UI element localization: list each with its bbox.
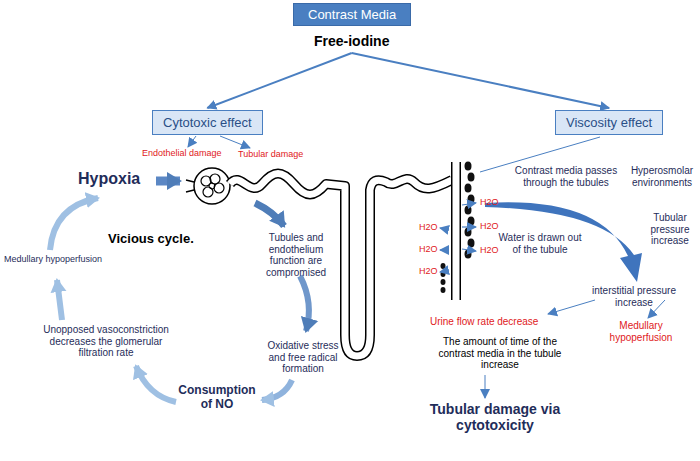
annotation-text: Consumption of NO xyxy=(178,384,256,412)
annotation-text: Hypoxia xyxy=(78,170,140,188)
capillary-dot xyxy=(465,162,472,171)
annotation-text: The amount of time of the contrast media… xyxy=(430,336,570,371)
annotation-text: H2O xyxy=(480,197,499,207)
cycle-arrows xyxy=(50,198,309,402)
capillary-dot xyxy=(468,173,475,182)
capillary-dot xyxy=(441,263,446,269)
node-text: Viscosity effect xyxy=(566,115,652,130)
nephron-tubule xyxy=(230,162,456,356)
annotation-text: Hyperosmolar environments xyxy=(628,165,696,188)
annotation-text: H2O xyxy=(480,245,499,255)
leader-lines xyxy=(188,136,665,398)
node-text: Cytotoxic effect xyxy=(163,115,252,130)
annotation-text: H2O xyxy=(419,266,438,276)
glomerulus xyxy=(186,168,230,204)
capillary-dot xyxy=(441,287,446,293)
annotation-text: Oxidative stress and free radical format… xyxy=(262,340,344,375)
annotation-text: Tubules and endothelium function are com… xyxy=(250,232,342,278)
annotation-text: Endothelial damage xyxy=(142,148,222,158)
node-text: Contrast Media xyxy=(308,7,396,22)
hypoxia-arrow xyxy=(156,177,180,186)
annotation-text: Water is drawn out of the tubule xyxy=(494,232,586,255)
capillary-dot xyxy=(465,206,472,215)
annotation-text: Tubular damage xyxy=(238,149,303,159)
connector-arrow xyxy=(207,53,351,108)
annotation-text: Tubular pressure increase xyxy=(644,212,696,247)
effect-box: Viscosity effect xyxy=(555,110,663,135)
flow-arrow xyxy=(485,202,642,282)
water-arrows xyxy=(440,203,476,272)
annotation-text: Medullary hypoperfusion xyxy=(606,320,676,343)
annotation-text: Tubular damage via cytotoxicity xyxy=(420,401,570,433)
annotation-text: H2O xyxy=(419,222,438,232)
capillary-dot xyxy=(465,228,472,237)
annotation-text: Unopposed vasoconstriction decreases the… xyxy=(40,324,172,359)
annotation-text: H2O xyxy=(419,244,438,254)
annotation-text: Contrast media passes through the tubule… xyxy=(510,165,622,188)
annotation-text: interstitial pressure increase xyxy=(572,285,696,308)
capillary-dot xyxy=(468,195,475,204)
title-box: Contrast Media xyxy=(293,3,411,26)
connector-arrow xyxy=(352,53,609,108)
node-text: Free-iodine xyxy=(314,33,389,49)
capillary-dot xyxy=(441,279,446,285)
capillary-dot xyxy=(465,250,472,259)
source-label: Free-iodine xyxy=(310,31,393,51)
capillary-dot xyxy=(468,217,475,226)
capillary-dot xyxy=(468,239,475,248)
capillary-dot xyxy=(465,184,472,193)
annotation-text: Urine flow rate decrease xyxy=(430,316,538,328)
annotation-text: H2O xyxy=(480,221,499,231)
annotation-text: Vicious cycle. xyxy=(108,232,194,247)
effect-box: Cytotoxic effect xyxy=(152,110,263,135)
annotation-text: Medullary hypoperfusion xyxy=(4,254,102,264)
